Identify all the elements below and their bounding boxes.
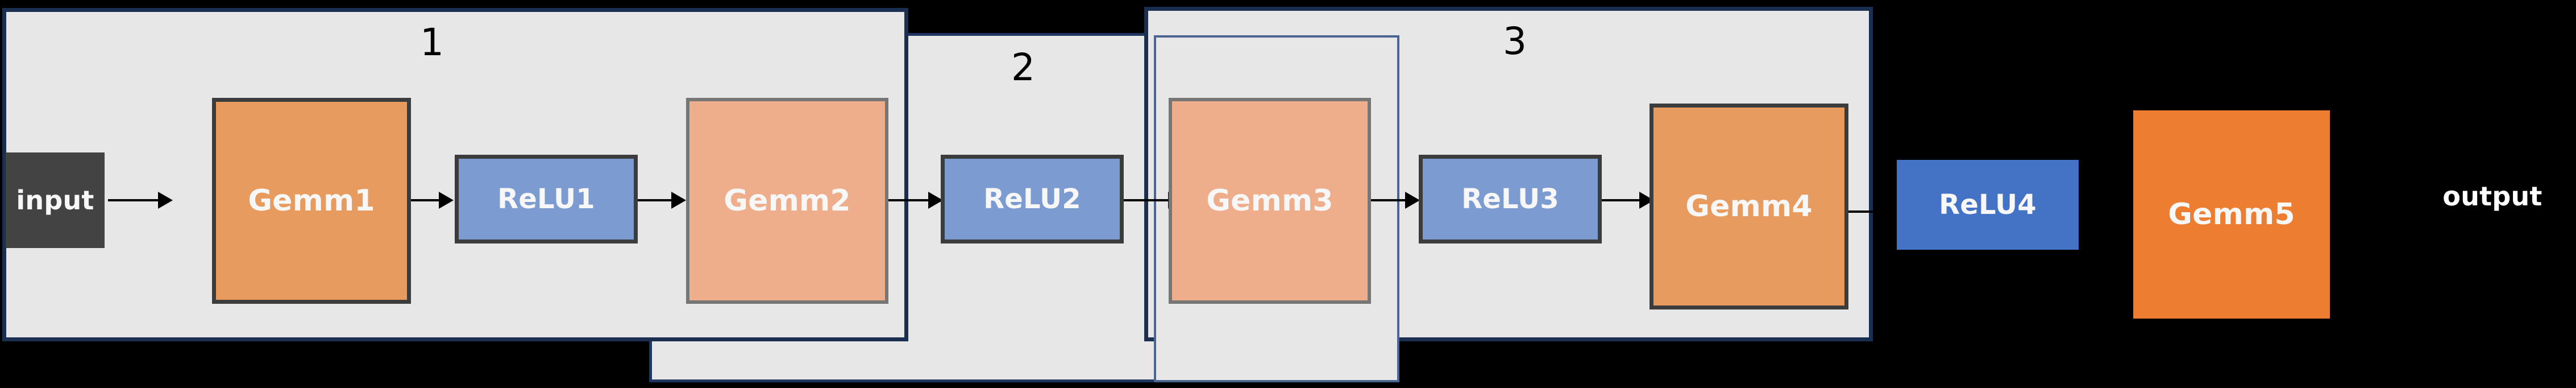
group-label-2: 2 (1011, 46, 1035, 89)
node-gemm2-label: Gemm2 (724, 184, 851, 218)
node-gemm1[interactable]: Gemm1 (212, 98, 411, 304)
node-gemm3-label: Gemm3 (1206, 184, 1333, 218)
node-input[interactable]: input (6, 152, 105, 248)
node-relu3-label: ReLU3 (1461, 183, 1559, 215)
edge-gemm2-relu2 (888, 199, 929, 201)
node-relu3[interactable]: ReLU3 (1419, 155, 1602, 243)
edge-input-gemm1-arrow (158, 192, 173, 209)
node-relu2[interactable]: ReLU2 (941, 155, 1124, 243)
node-gemm5[interactable]: Gemm5 (2133, 110, 2330, 319)
edge-input-gemm1 (108, 199, 159, 201)
edge-relu1-gemm2 (637, 199, 672, 201)
edge-relu2-gemm3 (1124, 199, 1169, 201)
edge-gemm3-relu3-arrow (1405, 192, 1420, 209)
node-gemm4-label: Gemm4 (1685, 189, 1813, 224)
node-gemm1-label: Gemm1 (248, 184, 375, 218)
edge-gemm1-relu1-arrow (439, 192, 454, 209)
node-gemm3[interactable]: Gemm3 (1169, 98, 1371, 304)
group-label-1: 1 (420, 20, 444, 64)
node-relu4[interactable]: ReLU4 (1897, 160, 2079, 250)
edge-relu1-gemm2-arrow (671, 192, 686, 209)
node-input-label: input (16, 185, 94, 216)
group-label-3: 3 (1503, 19, 1527, 63)
edge-gemm4-relu4 (1848, 210, 1902, 213)
node-relu2-label: ReLU2 (983, 183, 1081, 215)
node-relu1-label: ReLU1 (497, 183, 595, 215)
node-gemm2[interactable]: Gemm2 (686, 98, 888, 304)
node-output-label: output (2442, 181, 2542, 212)
edge-gemm1-relu1 (410, 199, 440, 201)
edge-gemm2-relu2-arrow (928, 192, 943, 209)
node-gemm5-label: Gemm5 (2168, 197, 2295, 232)
node-relu1[interactable]: ReLU1 (455, 155, 638, 243)
edge-gemm3-relu3 (1371, 199, 1406, 201)
edge-relu3-gemm4 (1602, 199, 1640, 201)
node-gemm4[interactable]: Gemm4 (1650, 104, 1848, 309)
node-relu4-label: ReLU4 (1939, 189, 2037, 221)
node-output[interactable]: output (2427, 165, 2558, 228)
